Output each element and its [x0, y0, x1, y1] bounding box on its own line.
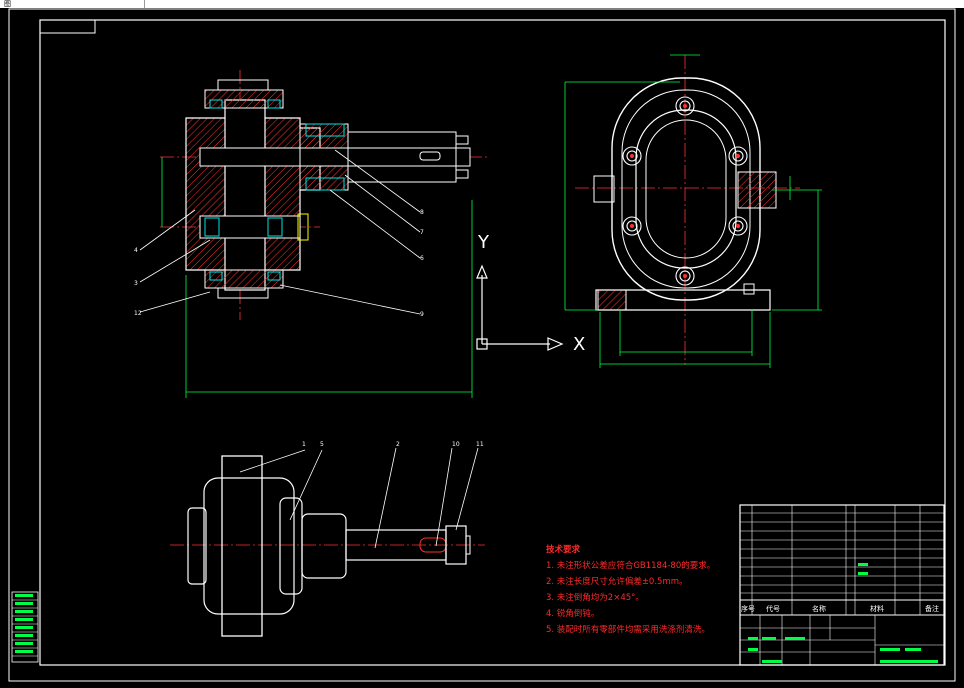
technical-requirements: 技术要求 1. 未注形状公差应符合GB1184-80的要求。 2. 未注长度尺寸… — [546, 542, 715, 638]
header-code: 代号 — [766, 604, 780, 613]
top-view-bottom — [170, 447, 485, 637]
header-note: 备注 — [925, 604, 939, 613]
balloon-labels: 4 3 12 8 7 6 9 1 5 2 10 11 — [134, 209, 484, 448]
left-side-strip — [11, 591, 39, 663]
app-top-strip: 图 — [0, 0, 964, 8]
corner-label-box — [39, 19, 96, 34]
document-tab[interactable]: 图 — [0, 0, 145, 8]
ucs-axis-icon — [476, 264, 564, 351]
outer-frame — [8, 8, 956, 682]
tech-title: 技术要求 — [546, 545, 581, 555]
title-block-headers: 序号 代号 名称 材料 备注 — [741, 604, 939, 613]
balloon: 3 — [134, 280, 138, 287]
balloon: 5 — [320, 441, 324, 448]
tech-item: 2. 未注长度尺寸允许偏差±0.5mm。 — [546, 577, 688, 587]
header-seq: 序号 — [741, 604, 755, 613]
end-view-right — [564, 54, 822, 368]
balloon: 1 — [302, 441, 306, 448]
balloon: 12 — [134, 310, 142, 317]
title-block — [739, 504, 945, 666]
section-view-left — [139, 70, 490, 398]
balloon: 9 — [420, 311, 424, 318]
balloon: 6 — [420, 255, 424, 262]
y-axis-label: Y — [478, 232, 489, 253]
inner-frame — [39, 19, 946, 666]
tech-item: 1. 未注形状公差应符合GB1184-80的要求。 — [546, 561, 716, 571]
balloon: 11 — [476, 441, 484, 448]
balloon: 10 — [452, 441, 460, 448]
balloon: 8 — [420, 209, 424, 216]
tech-item: 5. 装配时所有零部件均需采用洗涤剂清洗。 — [546, 625, 710, 635]
tech-item: 4. 锐角倒钝。 — [546, 609, 600, 619]
header-name: 名称 — [812, 604, 826, 613]
balloon: 2 — [396, 441, 400, 448]
balloon: 4 — [134, 247, 138, 254]
balloon: 7 — [420, 229, 424, 236]
x-axis-label: X — [573, 334, 586, 355]
header-material: 材料 — [870, 604, 884, 613]
tech-item: 3. 未注倒角均为2×45°。 — [546, 593, 644, 603]
